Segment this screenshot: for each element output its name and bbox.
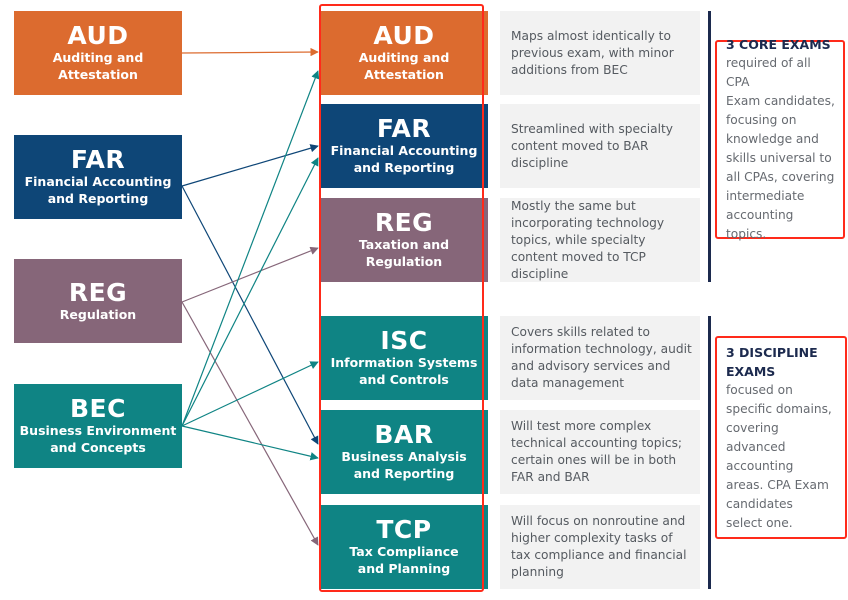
exam-name: Business Analysis (341, 449, 467, 464)
exam-name: Business Environment (19, 423, 177, 438)
arrow-reg-to-tcp (181, 301, 319, 546)
exam-code: TCP (376, 515, 432, 544)
new-exam-reg: REG Taxation and Regulation (320, 198, 488, 282)
previous-exam-reg: REG Regulation (14, 259, 182, 343)
exam-code: FAR (376, 114, 432, 143)
summary-line: covering advanced (726, 420, 786, 454)
exam-code: BEC (70, 394, 126, 423)
summary-line: knowledge and (726, 132, 819, 146)
exam-name: and Reporting (353, 466, 455, 481)
new-exam-bar: BAR Business Analysis and Reporting (320, 410, 488, 494)
previous-exam-bec: BEC Business Environment and Concepts (14, 384, 182, 468)
exam-code: REG (374, 208, 434, 237)
exam-name: Information Systems (330, 355, 478, 370)
exam-name: Auditing and (358, 50, 450, 65)
arrow-bec-to-bar (181, 425, 319, 461)
summary-line: focused on (726, 382, 793, 397)
exam-code: BAR (374, 420, 434, 449)
exam-name: and Reporting (353, 160, 455, 175)
description-tcp: Will focus on nonroutine and higher comp… (500, 505, 700, 589)
exam-name: and Reporting (47, 191, 149, 206)
exam-name: Financial Accounting (330, 143, 478, 158)
summary-line: select one. (726, 515, 793, 530)
description-text: Streamlined with specialty content moved… (511, 121, 673, 170)
summary-heading: 3 CORE EXAMS (726, 37, 831, 52)
description-text: Mostly the same but incorporating techno… (511, 198, 665, 281)
summary-line: skills universal to (726, 151, 832, 165)
summary-heading: EXAMS (726, 363, 776, 379)
exam-name: Taxation and (358, 237, 450, 252)
description-text: Maps almost identically to previous exam… (511, 28, 674, 77)
discipline-exams-summary: 3 DISCIPLINE EXAMS focused on specific d… (715, 336, 847, 539)
summary-line: areas. CPA Exam (726, 477, 829, 492)
exam-code: ISC (380, 326, 428, 355)
summary-line: accounting topics. (726, 208, 794, 241)
arrow-bec-to-aud (181, 70, 320, 427)
summary-heading: 3 DISCIPLINE (726, 344, 818, 360)
exam-code: REG (68, 277, 128, 307)
exam-name: and Concepts (50, 440, 146, 455)
summary-line: focusing on (726, 113, 797, 127)
exam-name: Auditing and (52, 50, 144, 65)
description-far: Streamlined with specialty content moved… (500, 104, 700, 188)
arrow-aud-to-aud (181, 47, 319, 57)
description-text: Will test more complex technical account… (511, 419, 683, 484)
exam-name: Financial Accounting (24, 174, 172, 189)
summary-line: required of all CPA (726, 56, 811, 89)
core-group-bracket (708, 11, 711, 282)
arrow-reg-to-reg (181, 246, 319, 303)
description-text: Covers skills related to information tec… (511, 325, 692, 390)
arrow-far-to-far (181, 144, 319, 187)
core-exams-summary: 3 CORE EXAMS required of all CPA Exam ca… (715, 37, 845, 241)
new-exam-aud: AUD Auditing and Attestation (320, 11, 488, 95)
description-bar: Will test more complex technical account… (500, 410, 700, 494)
summary-line: specific domains, (726, 401, 832, 416)
exam-name: and Controls (359, 372, 449, 387)
exam-name: and Planning (357, 561, 451, 576)
new-exam-tcp: TCP Tax Compliance and Planning (320, 505, 488, 589)
new-exam-far: FAR Financial Accounting and Reporting (320, 104, 488, 188)
summary-line: Exam candidates, (726, 94, 835, 108)
exam-code: AUD (67, 21, 129, 50)
new-exam-isc: ISC Information Systems and Controls (320, 316, 488, 400)
arrow-far-to-bar (181, 185, 319, 445)
previous-exam-far: FAR Financial Accounting and Reporting (14, 135, 182, 219)
discipline-group-bracket (708, 316, 711, 589)
description-aud: Maps almost identically to previous exam… (500, 11, 700, 95)
exam-name: Regulation (59, 306, 137, 322)
summary-line: candidates (726, 496, 793, 511)
exam-name: Regulation (365, 254, 443, 269)
summary-line: all CPAs, covering (726, 170, 835, 184)
previous-exam-aud: AUD Auditing and Attestation (14, 11, 182, 95)
description-text: Will focus on nonroutine and higher comp… (511, 514, 687, 579)
summary-line: accounting (726, 458, 794, 473)
arrow-bec-to-isc (181, 361, 319, 427)
description-isc: Covers skills related to information tec… (500, 316, 700, 400)
exam-code: AUD (373, 21, 435, 50)
summary-line: intermediate (726, 189, 805, 203)
description-reg: Mostly the same but incorporating techno… (500, 198, 700, 282)
arrow-bec-to-far (181, 157, 319, 427)
exam-name: Attestation (364, 67, 444, 82)
exam-code: FAR (70, 145, 126, 174)
exam-name: Attestation (58, 67, 138, 82)
exam-name: Tax Compliance (349, 544, 459, 559)
